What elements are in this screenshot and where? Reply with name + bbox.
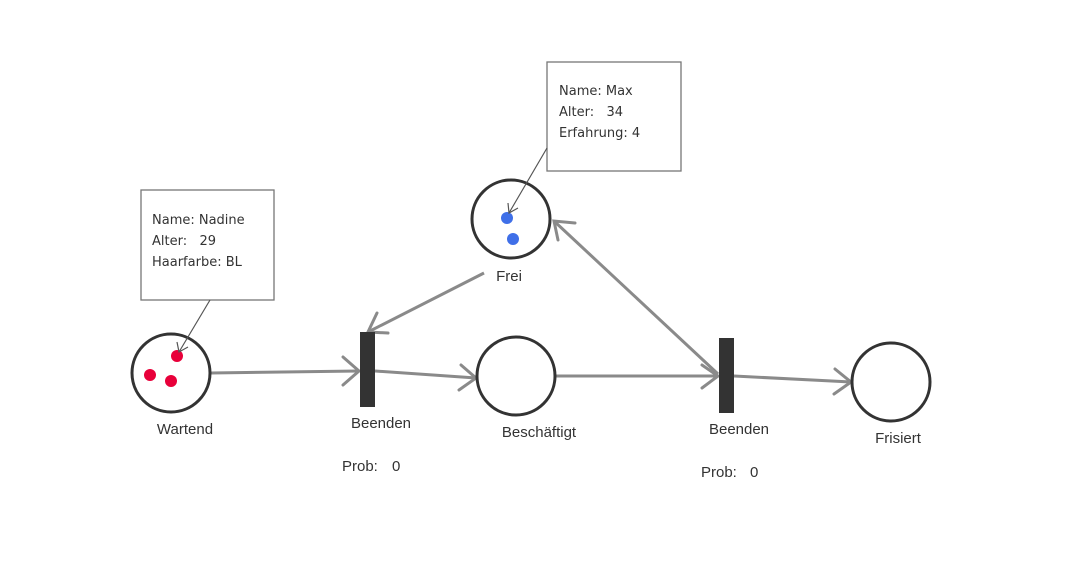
prob-label: Prob:: [342, 458, 378, 475]
token: [171, 350, 183, 362]
transition-beenden-2[interactable]: Beenden Prob: 0: [701, 338, 769, 481]
place-frei[interactable]: Frei: [470, 178, 552, 285]
place-label: Frei: [496, 268, 522, 285]
tooltip-line-haircolor: Haarfarbe: BL: [152, 255, 243, 270]
tooltip-line-name: Name: Nadine: [152, 213, 245, 228]
tooltip-pointer: [178, 299, 211, 353]
arrowhead-icon: [552, 219, 577, 242]
place-wartend[interactable]: Wartend: [130, 332, 213, 438]
transition-label: Beenden: [709, 421, 769, 438]
arc-wartend-to-beenden-1[interactable]: [210, 369, 360, 375]
token: [165, 375, 177, 387]
arc-frei-to-beenden-1[interactable]: [367, 271, 485, 334]
arc-beenden-1-to-beschaeftigt[interactable]: [374, 369, 477, 380]
tooltip-max: Name: Max Alter: 34 Erfahrung: 4: [507, 61, 682, 214]
transition-beenden-1[interactable]: Beenden Prob: 0: [342, 332, 411, 475]
tooltip-nadine: Name: Nadine Alter: 29 Haarfarbe: BL: [140, 189, 275, 353]
place-label: Beschäftigt: [502, 424, 577, 441]
tooltip-line-name: Name: Max: [559, 84, 633, 99]
place-circle[interactable]: [475, 335, 557, 417]
prob-label: Prob:: [701, 464, 737, 481]
place-frisiert[interactable]: Frisiert: [850, 341, 932, 447]
token: [501, 212, 513, 224]
tooltip-box: [546, 61, 682, 172]
arrowhead-icon: [341, 355, 362, 387]
arc-beenden-2-to-frei[interactable]: [552, 219, 720, 376]
tooltip-line-age: Alter: 29: [152, 234, 216, 249]
place-label: Frisiert: [875, 430, 922, 447]
place-circle[interactable]: [130, 332, 212, 414]
arrowhead-icon: [507, 202, 519, 214]
tooltip-line-age: Alter: 34: [559, 105, 623, 120]
token: [507, 233, 519, 245]
token: [144, 369, 156, 381]
tooltip-box: [140, 189, 275, 301]
arrowhead-icon: [176, 341, 189, 353]
arc-beenden-2-to-frisiert[interactable]: [733, 374, 852, 384]
transition-label: Beenden: [351, 415, 411, 432]
prob-value: 0: [750, 464, 758, 481]
place-label: Wartend: [157, 421, 213, 438]
transition-bar[interactable]: [360, 332, 375, 407]
prob-value: 0: [392, 458, 400, 475]
place-beschaeftigt[interactable]: Beschäftigt: [475, 335, 577, 441]
arrowhead-icon: [700, 363, 721, 390]
transition-bar[interactable]: [719, 338, 734, 413]
place-circle[interactable]: [850, 341, 932, 423]
tooltip-pointer: [508, 147, 548, 214]
tooltip-line-experience: Erfahrung: 4: [559, 126, 640, 141]
